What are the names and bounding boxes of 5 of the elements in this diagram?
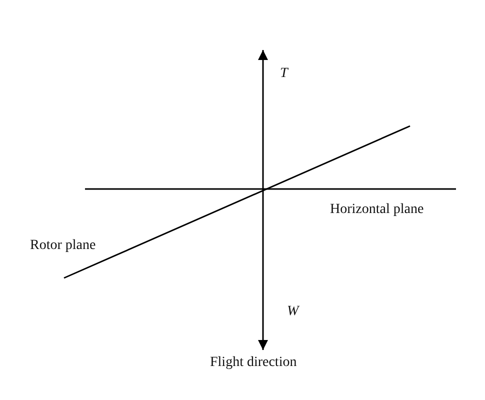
label: Rotor plane — [30, 238, 96, 254]
label: Flight direction — [210, 355, 297, 371]
label: T — [280, 66, 288, 82]
label: W — [287, 304, 299, 320]
label: Horizontal plane — [330, 202, 424, 218]
